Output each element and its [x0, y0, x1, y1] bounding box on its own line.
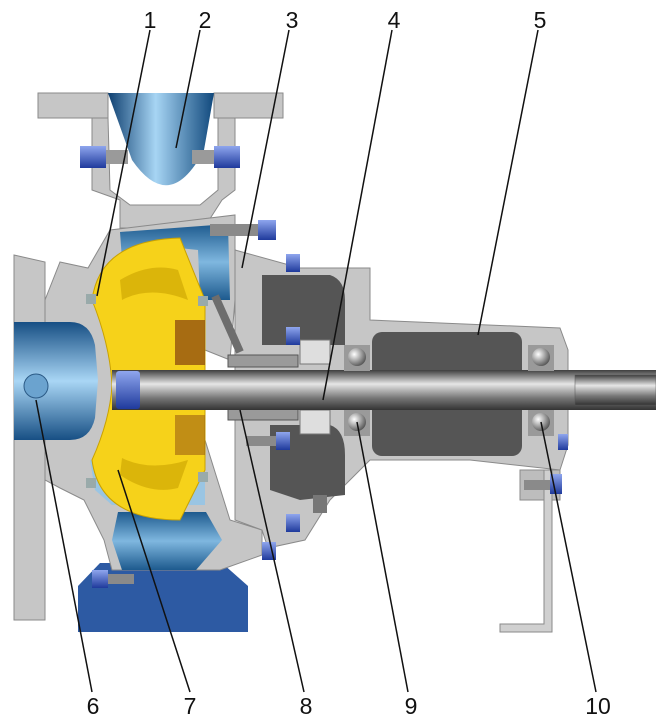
leader-2: [175, 29, 201, 149]
impeller-nut: [116, 371, 140, 409]
leader-5: [477, 29, 539, 336]
wear-ring-lower: [86, 478, 96, 488]
bracket-cavity-upper: [262, 275, 345, 345]
callout-8: 8: [300, 693, 313, 719]
callout-2: 2: [199, 7, 212, 33]
leader-7: [117, 469, 191, 693]
shaft-key-end: [574, 374, 656, 406]
suction-inlet: [14, 322, 98, 440]
leader-10: [540, 421, 597, 693]
suction-eye: [23, 373, 49, 399]
discharge-nozzle: [108, 93, 214, 186]
callout-9: 9: [405, 693, 418, 719]
callout-10: 10: [585, 693, 611, 719]
callout-1: 1: [144, 7, 157, 33]
leader-4: [322, 29, 393, 401]
volute-lower: [112, 512, 222, 570]
leader-1: [96, 29, 151, 297]
callout-3: 3: [286, 7, 299, 33]
leader-lines: [35, 29, 597, 693]
leader-6: [35, 399, 93, 693]
bolts: [80, 146, 568, 588]
callout-4: 4: [388, 7, 401, 33]
wear-ring-lower-rear: [198, 472, 208, 482]
leader-8: [239, 409, 305, 693]
wear-ring-upper-rear: [198, 296, 208, 306]
callout-7: 7: [184, 693, 197, 719]
leader-9: [356, 421, 409, 693]
callout-5: 5: [534, 7, 547, 33]
drain-plug: [313, 495, 327, 513]
pump-shaft: [112, 370, 656, 410]
callout-6: 6: [87, 693, 100, 719]
leader-3: [241, 29, 290, 269]
wear-ring-upper: [86, 294, 96, 304]
